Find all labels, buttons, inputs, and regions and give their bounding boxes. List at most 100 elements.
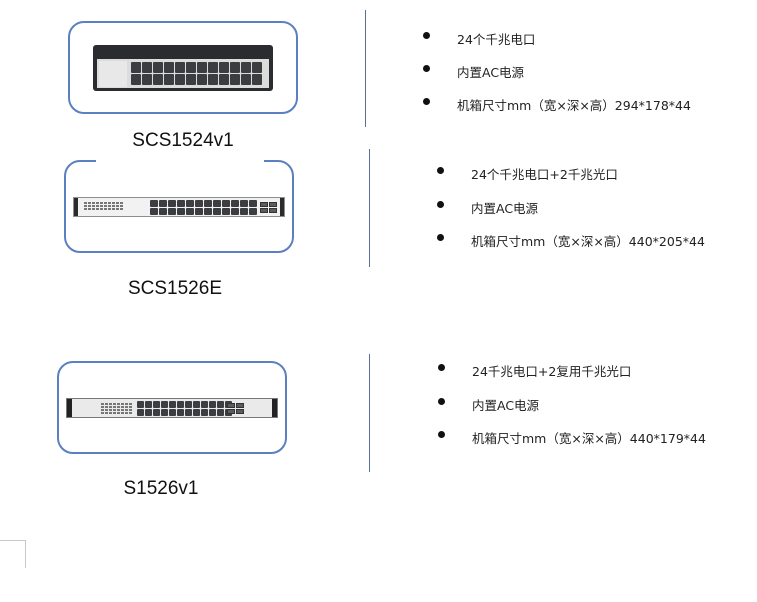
- status-led-icon: [116, 201, 119, 204]
- product-image-frame-3: [57, 361, 287, 454]
- status-led-icon: [129, 411, 132, 414]
- status-led-icon: [117, 405, 120, 408]
- ethernet-port-icon: [195, 199, 203, 207]
- ethernet-port-icon: [249, 199, 257, 207]
- status-led-icon: [112, 207, 115, 210]
- product-model-1: SCS1524v1: [132, 130, 234, 151]
- ethernet-port-icon: [204, 199, 212, 207]
- status-led-icon: [84, 207, 87, 210]
- status-led-icon: [96, 201, 99, 204]
- ethernet-port-icon: [150, 199, 158, 207]
- status-led-icon: [112, 204, 115, 207]
- ethernet-port-icon: [175, 61, 185, 73]
- bullet-icon: [437, 167, 444, 174]
- status-led-icon: [88, 201, 91, 204]
- ethernet-port-icon: [241, 73, 251, 85]
- ethernet-port-icon: [231, 207, 239, 215]
- status-led-icon: [101, 402, 104, 405]
- status-led-icon: [120, 201, 123, 204]
- status-led-icon: [96, 204, 99, 207]
- frame-gap: [96, 158, 264, 162]
- ethernet-port-icon: [168, 199, 176, 207]
- bullet-icon: [438, 431, 445, 438]
- status-led-icon: [121, 411, 124, 414]
- status-led-icon: [117, 411, 120, 414]
- status-led-icon: [104, 207, 107, 210]
- ethernet-port-icon: [217, 400, 224, 408]
- bullet-icon: [423, 98, 430, 105]
- status-led-icon: [129, 408, 132, 411]
- ethernet-port-icon: [145, 400, 152, 408]
- ethernet-port-icon: [164, 61, 174, 73]
- status-led-icon: [108, 201, 111, 204]
- divider-line-2: [369, 149, 370, 267]
- status-led-icon: [125, 411, 128, 414]
- ethernet-port-icon: [197, 61, 207, 73]
- status-led-icon: [108, 207, 111, 210]
- status-led-icon: [129, 402, 132, 405]
- network-switch-24-port-2-sfp-icon: [73, 196, 285, 217]
- ethernet-port-icon: [159, 199, 167, 207]
- ethernet-port-icon: [195, 207, 203, 215]
- ethernet-port-icon: [131, 73, 141, 85]
- ethernet-port-icon: [231, 199, 239, 207]
- status-led-icon: [120, 207, 123, 210]
- ethernet-port-icon: [169, 400, 176, 408]
- status-led-icon: [92, 207, 95, 210]
- ethernet-port-icon: [240, 199, 248, 207]
- status-led-icon: [109, 411, 112, 414]
- ethernet-port-icon: [193, 400, 200, 408]
- bullet-icon: [438, 364, 445, 371]
- product-image-frame-1: [68, 21, 298, 114]
- ethernet-port-icon: [201, 400, 208, 408]
- status-led-icon: [112, 201, 115, 204]
- status-led-icon: [125, 408, 128, 411]
- ethernet-port-icon: [204, 207, 212, 215]
- bullet-icon: [423, 65, 430, 72]
- ethernet-port-icon: [241, 61, 251, 73]
- status-led-icon: [96, 207, 99, 210]
- ethernet-port-icon: [186, 73, 196, 85]
- ethernet-port-icon: [145, 408, 152, 416]
- status-led-icon: [104, 204, 107, 207]
- ethernet-port-icon: [217, 408, 224, 416]
- ethernet-port-icon: [197, 73, 207, 85]
- ethernet-port-icon: [193, 408, 200, 416]
- status-led-icon: [113, 402, 116, 405]
- ethernet-port-icon: [142, 73, 152, 85]
- ethernet-port-icon: [153, 400, 160, 408]
- status-led-icon: [120, 204, 123, 207]
- ethernet-port-icon: [222, 199, 230, 207]
- status-led-icon: [129, 405, 132, 408]
- ethernet-port-icon: [230, 73, 240, 85]
- ethernet-port-icon: [186, 61, 196, 73]
- page-corner-mark: [0, 540, 26, 568]
- ethernet-port-icon: [177, 400, 184, 408]
- ethernet-port-icon: [219, 73, 229, 85]
- status-led-icon: [108, 204, 111, 207]
- status-led-icon: [101, 408, 104, 411]
- ethernet-port-icon: [222, 207, 230, 215]
- status-led-icon: [125, 402, 128, 405]
- ethernet-port-icon: [209, 408, 216, 416]
- ethernet-port-icon: [177, 207, 185, 215]
- status-led-icon: [100, 201, 103, 204]
- status-led-icon: [105, 405, 108, 408]
- status-led-icon: [116, 207, 119, 210]
- ethernet-port-icon: [213, 207, 221, 215]
- status-led-icon: [101, 405, 104, 408]
- ethernet-port-icon: [185, 408, 192, 416]
- status-led-icon: [92, 204, 95, 207]
- status-led-icon: [117, 408, 120, 411]
- ethernet-port-icon: [153, 73, 163, 85]
- status-led-icon: [109, 405, 112, 408]
- divider-line-1: [365, 10, 366, 127]
- ethernet-port-icon: [230, 61, 240, 73]
- ethernet-port-icon: [219, 61, 229, 73]
- status-led-icon: [109, 402, 112, 405]
- ethernet-port-icon: [168, 207, 176, 215]
- ethernet-port-icon: [169, 408, 176, 416]
- status-led-icon: [105, 408, 108, 411]
- status-led-icon: [84, 201, 87, 204]
- ethernet-port-icon: [209, 400, 216, 408]
